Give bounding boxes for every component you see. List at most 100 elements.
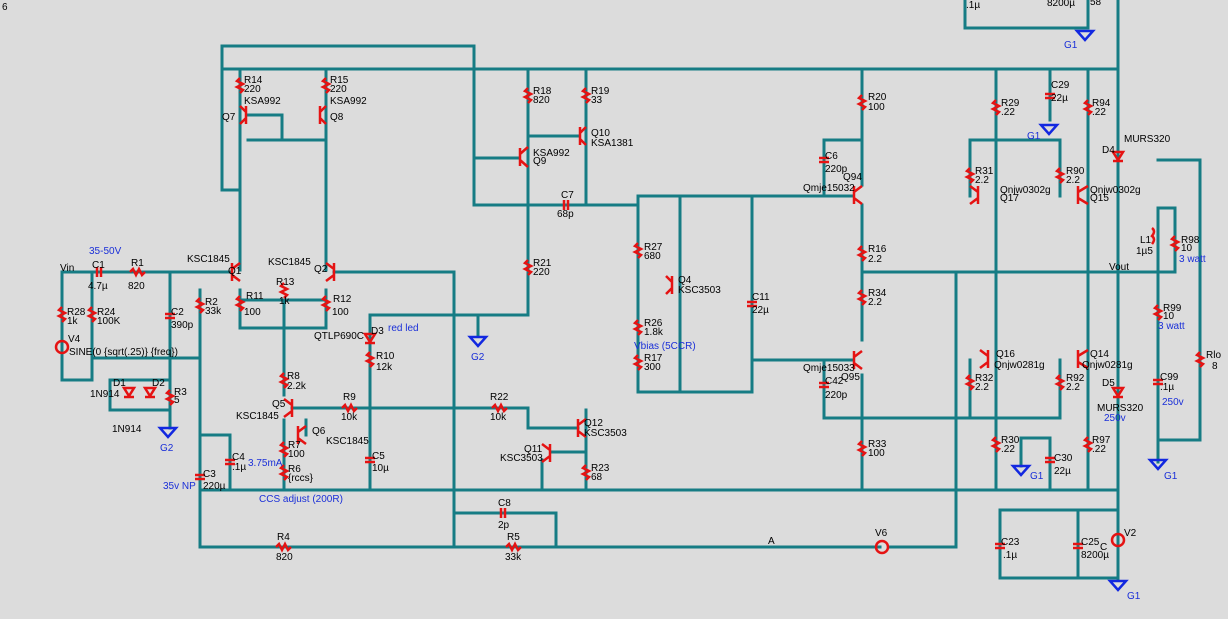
- ground-label: G1: [1030, 471, 1044, 482]
- svg-text:100: 100: [868, 448, 885, 459]
- svg-text:SINE(0 {sqrt(.25)} {freq}): SINE(0 {sqrt(.25)} {freq}): [69, 347, 178, 358]
- svg-text:10µ: 10µ: [372, 463, 389, 474]
- svg-text:R30: R30: [1001, 435, 1020, 446]
- svg-text:12k: 12k: [376, 362, 393, 373]
- svg-text:KSA992: KSA992: [533, 148, 570, 159]
- svg-text:Qnjw0281g: Qnjw0281g: [994, 360, 1045, 371]
- svg-text:1k: 1k: [279, 296, 291, 307]
- transistor-symbols: [230, 105, 1089, 463]
- svg-text:820: 820: [276, 552, 293, 563]
- svg-text:R34: R34: [868, 288, 887, 299]
- svg-text:R9: R9: [343, 392, 356, 403]
- svg-text:R19: R19: [591, 86, 610, 97]
- svg-text:R22: R22: [490, 392, 509, 403]
- voltage-annotation: 250v: [1162, 397, 1184, 408]
- svg-text:220: 220: [330, 84, 347, 95]
- svg-text:R20: R20: [868, 92, 887, 103]
- svg-text:R5: R5: [507, 532, 520, 543]
- ground-icon: [1107, 579, 1129, 592]
- svg-text:D2: D2: [152, 378, 165, 389]
- svg-text:R16: R16: [868, 244, 887, 255]
- svg-text:Q16: Q16: [996, 349, 1015, 360]
- svg-text:.1µ: .1µ: [966, 0, 980, 11]
- svg-text:R1: R1: [131, 258, 144, 269]
- svg-text:R23: R23: [591, 463, 610, 474]
- svg-text:C3: C3: [203, 469, 216, 480]
- svg-text:R98: R98: [1181, 235, 1200, 246]
- svg-text:KSA992: KSA992: [330, 96, 367, 107]
- ground-label: G2: [471, 352, 485, 363]
- svg-text:R99: R99: [1163, 303, 1182, 314]
- supply-annotation: 35-50V: [89, 246, 122, 257]
- svg-text:R18: R18: [533, 86, 552, 97]
- svg-text:D4: D4: [1102, 145, 1115, 156]
- svg-text:Qmje15033: Qmje15033: [803, 363, 855, 374]
- svg-text:Q95: Q95: [841, 372, 860, 383]
- svg-text:C4: C4: [232, 452, 245, 463]
- svg-text:KSC1845: KSC1845: [326, 436, 369, 447]
- ground-icon: [1147, 458, 1169, 471]
- svg-text:R32: R32: [975, 373, 994, 384]
- svg-text:Qnjw0302g: Qnjw0302g: [1090, 185, 1141, 196]
- svg-text:8200µ: 8200µ: [1047, 0, 1075, 9]
- svg-text:A: A: [768, 536, 775, 547]
- svg-text:1N914: 1N914: [112, 424, 142, 435]
- svg-text:R8: R8: [287, 371, 300, 382]
- svg-text:Q2: Q2: [314, 264, 328, 275]
- svg-text:220µ: 220µ: [203, 481, 226, 492]
- svg-text:33k: 33k: [505, 552, 522, 563]
- capacitor-symbols: [95, 92, 1163, 550]
- ground-label: G1: [1064, 40, 1078, 51]
- svg-text:KSC3503: KSC3503: [678, 285, 721, 296]
- svg-text:10: 10: [1181, 243, 1193, 254]
- svg-text:Q11: Q11: [524, 444, 543, 455]
- wires: [60, 0, 1202, 582]
- svg-text:100: 100: [868, 102, 885, 113]
- svg-text:C23: C23: [1001, 537, 1020, 548]
- svg-text:R21: R21: [533, 258, 552, 269]
- svg-text:Qmje15032: Qmje15032: [803, 183, 855, 194]
- svg-text:Q17: Q17: [1000, 193, 1019, 204]
- svg-text:R2: R2: [205, 297, 218, 308]
- svg-text:.22: .22: [1001, 444, 1015, 455]
- svg-text:58: 58: [1090, 0, 1102, 8]
- svg-text:R26: R26: [644, 318, 663, 329]
- svg-text:.1µ: .1µ: [1160, 382, 1174, 393]
- svg-text:R10: R10: [376, 351, 395, 362]
- svg-text:820: 820: [533, 95, 550, 106]
- svg-text:KSA1381: KSA1381: [591, 138, 634, 149]
- svg-text:2.2: 2.2: [975, 175, 989, 186]
- svg-text:KSC3503: KSC3503: [500, 453, 543, 464]
- svg-text:2.2: 2.2: [1066, 382, 1080, 393]
- svg-text:.1µ: .1µ: [1003, 550, 1017, 561]
- svg-text:QTLP690C: QTLP690C: [314, 331, 364, 342]
- svg-text:C5: C5: [372, 451, 385, 462]
- svg-text:33k: 33k: [205, 306, 222, 317]
- svg-text:2.2: 2.2: [868, 297, 882, 308]
- svg-text:Q4: Q4: [678, 275, 692, 286]
- svg-text:C7: C7: [561, 190, 574, 201]
- svg-text:2.2: 2.2: [868, 254, 882, 265]
- ground-icon: [1074, 29, 1096, 42]
- svg-text:220p: 220p: [825, 390, 848, 401]
- svg-text:68: 68: [591, 472, 603, 483]
- svg-text:22µ: 22µ: [1054, 466, 1071, 477]
- svg-text:R33: R33: [868, 439, 887, 450]
- svg-text:1.8k: 1.8k: [644, 327, 664, 338]
- led-annotation: red led: [388, 323, 419, 334]
- svg-text:.22: .22: [1092, 107, 1106, 118]
- svg-text:22µ: 22µ: [1051, 93, 1068, 104]
- ground-label: G1: [1164, 471, 1178, 482]
- svg-text:R4: R4: [277, 532, 290, 543]
- svg-text:100: 100: [332, 307, 349, 318]
- svg-text:820: 820: [128, 281, 145, 292]
- svg-text:R11: R11: [246, 291, 264, 302]
- svg-text:22µ: 22µ: [752, 305, 769, 316]
- svg-text:C11: C11: [752, 292, 770, 303]
- watt-annotation: 3 watt: [1179, 254, 1206, 265]
- source-icon: [874, 539, 890, 555]
- svg-text:Q10: Q10: [591, 128, 610, 139]
- svg-text:KSC1845: KSC1845: [236, 411, 279, 422]
- svg-text:220p: 220p: [825, 164, 848, 175]
